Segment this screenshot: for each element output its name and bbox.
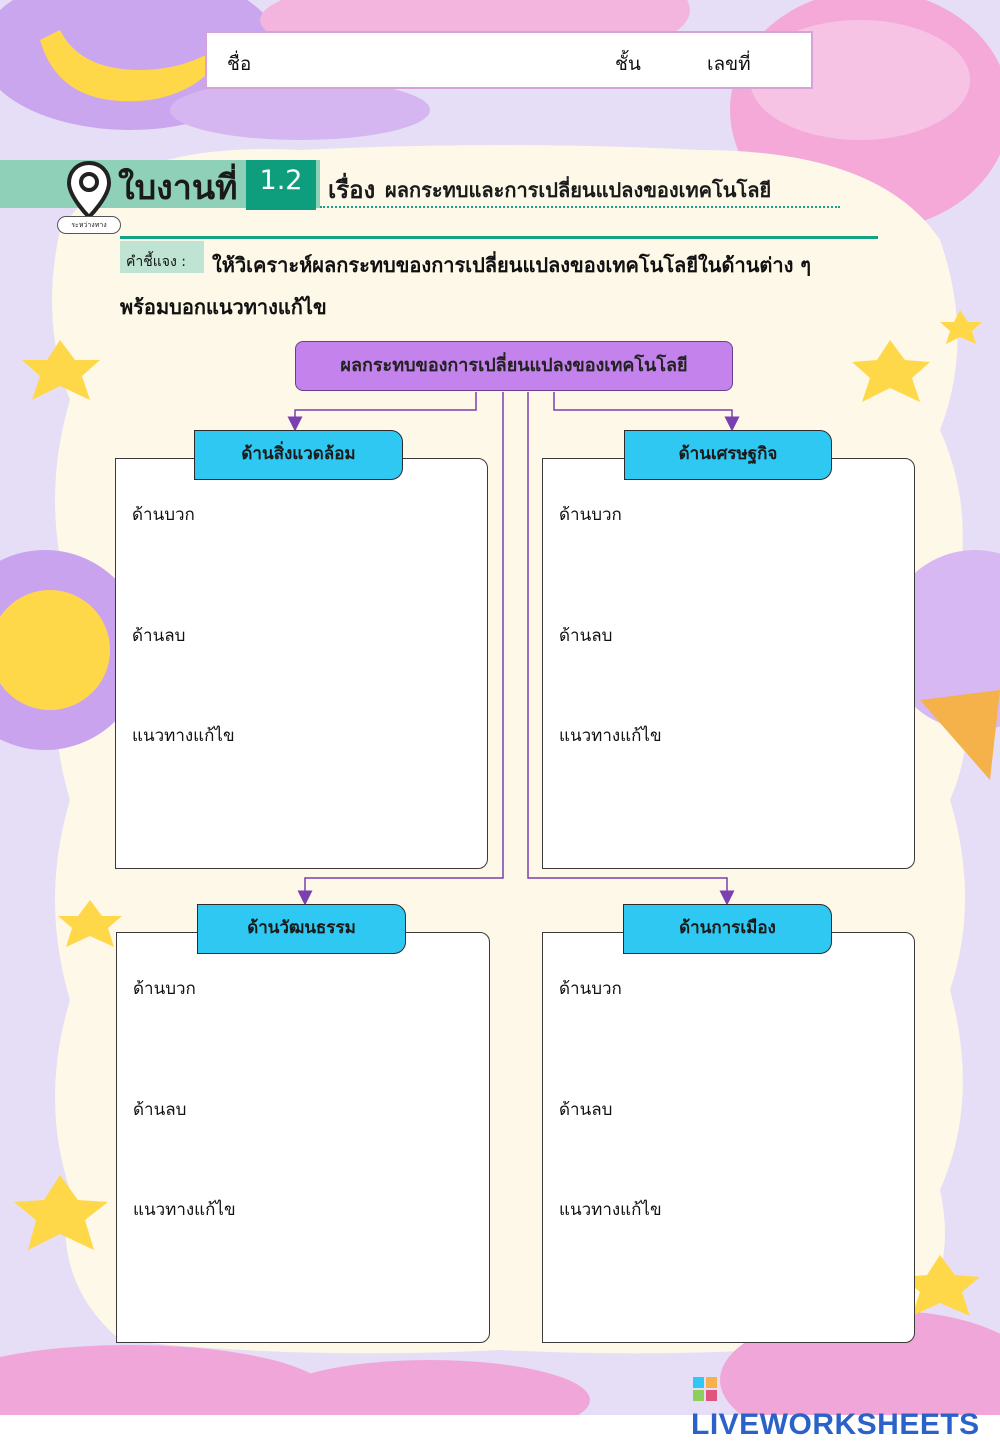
category-culture: ด้านวัฒนธรรม <box>197 904 406 954</box>
liveworksheets-logo[interactable]: LIVEWORKSHEETS <box>691 1374 1000 1442</box>
sheet-number: 1.2 <box>246 165 316 196</box>
category-politics: ด้านการเมือง <box>623 904 832 954</box>
instruction-text-line2: พร้อมบอกแนวทางแก้ไข <box>120 291 327 323</box>
panel-culture[interactable]: ด้านบวก ด้านลบ แนวทางแก้ไข <box>116 932 490 1343</box>
positive-label: ด้านบวก <box>559 501 622 528</box>
class-label: ชั้น <box>615 49 641 79</box>
number-label: เลขที่ <box>707 49 751 79</box>
instruction-divider <box>120 236 878 239</box>
topic-underline <box>320 206 840 208</box>
negative-label: ด้านลบ <box>132 622 185 649</box>
panel-economy[interactable]: ด้านบวก ด้านลบ แนวทางแก้ไข <box>542 458 915 869</box>
positive-label: ด้านบวก <box>133 975 196 1002</box>
solution-label: แนวทางแก้ไข <box>559 1196 662 1223</box>
pin-tag: ระหว่างทาง <box>57 216 121 234</box>
solution-label: แนวทางแก้ไข <box>132 722 235 749</box>
location-pin-icon <box>66 161 112 219</box>
brand-text: LIVEWORKSHEETS <box>691 1408 980 1441</box>
topic-label: เรื่อง <box>328 170 375 209</box>
name-label: ชื่อ <box>227 49 251 79</box>
panel-politics[interactable]: ด้านบวก ด้านลบ แนวทางแก้ไข <box>542 932 915 1343</box>
student-info-box: ชื่อ ชั้น เลขที่ <box>205 31 813 89</box>
main-title-box: ผลกระทบของการเปลี่ยนแปลงของเทคโนโลยี <box>295 341 733 391</box>
category-economy: ด้านเศรษฐกิจ <box>624 430 832 480</box>
category-environment: ด้านสิ่งแวดล้อม <box>194 430 403 480</box>
sheet-word: ใบงานที่ <box>118 160 238 214</box>
instruction-text-line1: ให้วิเคราะห์ผลกระทบของการเปลี่ยนแปลงของเ… <box>212 249 811 281</box>
solution-label: แนวทางแก้ไข <box>559 722 662 749</box>
topic-title: ผลกระทบและการเปลี่ยนแปลงของเทคโนโลยี <box>385 174 771 206</box>
panel-environment[interactable]: ด้านบวก ด้านลบ แนวทางแก้ไข <box>115 458 488 869</box>
negative-label: ด้านลบ <box>559 1096 612 1123</box>
negative-label: ด้านลบ <box>133 1096 186 1123</box>
negative-label: ด้านลบ <box>559 622 612 649</box>
positive-label: ด้านบวก <box>132 501 195 528</box>
solution-label: แนวทางแก้ไข <box>133 1196 236 1223</box>
positive-label: ด้านบวก <box>559 975 622 1002</box>
instruction-tag: คำชี้แจง : <box>126 251 186 273</box>
liveworksheets-logo-icon <box>693 1377 717 1401</box>
